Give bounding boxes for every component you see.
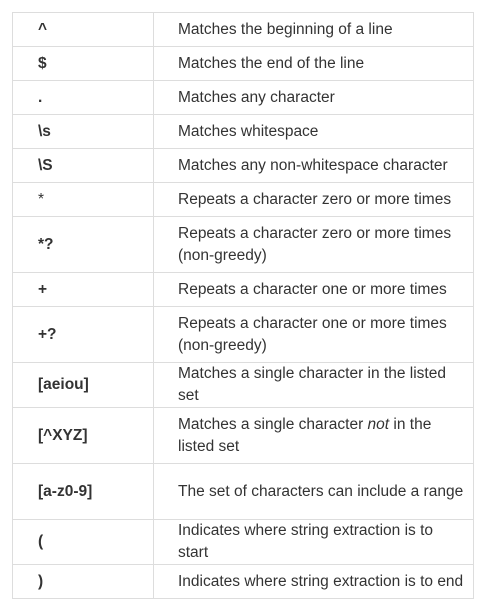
symbol-cell: $ bbox=[12, 46, 154, 81]
description-cell: Repeats a character one or more times (n… bbox=[153, 306, 474, 363]
table-row: \S Matches any non-whitespace character bbox=[12, 148, 474, 183]
description-cell: Matches the end of the line bbox=[153, 46, 474, 81]
table-row: [aeiou] Matches a single character in th… bbox=[12, 362, 474, 408]
symbol-cell: ^ bbox=[12, 12, 154, 47]
symbol-cell: + bbox=[12, 272, 154, 307]
table-row: [a-z0-9] The set of characters can inclu… bbox=[12, 463, 474, 520]
symbol-cell: \S bbox=[12, 148, 154, 183]
description-cell: Indicates where string extraction is to … bbox=[153, 564, 474, 599]
table-row: *? Repeats a character zero or more time… bbox=[12, 216, 474, 273]
table-row: +? Repeats a character one or more times… bbox=[12, 306, 474, 363]
table-row: ^ Matches the beginning of a line bbox=[12, 12, 474, 47]
symbol-cell: [aeiou] bbox=[12, 362, 154, 408]
regex-reference: ^ Matches the beginning of a line $ Matc… bbox=[12, 12, 474, 599]
symbol-cell: ) bbox=[12, 564, 154, 599]
description-cell: Repeats a character one or more times bbox=[153, 272, 474, 307]
table-row: ( Indicates where string extraction is t… bbox=[12, 519, 474, 565]
regex-table: ^ Matches the beginning of a line $ Matc… bbox=[12, 12, 474, 599]
description-text: Matches a single character bbox=[178, 415, 368, 433]
description-cell: Matches a single character not in the li… bbox=[153, 407, 474, 464]
description-cell: Matches whitespace bbox=[153, 114, 474, 149]
table-row: [^XYZ] Matches a single character not in… bbox=[12, 407, 474, 464]
description-cell: Matches a single character in the listed… bbox=[153, 362, 474, 408]
table-row: . Matches any character bbox=[12, 80, 474, 115]
emphasis-text: not bbox=[367, 415, 390, 433]
description-cell: The set of characters can include a rang… bbox=[153, 463, 474, 520]
symbol-cell: \s bbox=[12, 114, 154, 149]
description-text: in the listed set bbox=[178, 415, 432, 455]
symbol-cell: * bbox=[12, 182, 154, 217]
table-row: $ Matches the end of the line bbox=[12, 46, 474, 81]
description-cell: Repeats a character zero or more times bbox=[153, 182, 474, 217]
symbol-cell: [^XYZ] bbox=[12, 407, 154, 464]
table-row: + Repeats a character one or more times bbox=[12, 272, 474, 307]
description-cell: Matches any non-whitespace character bbox=[153, 148, 474, 183]
table-row: * Repeats a character zero or more times bbox=[12, 182, 474, 217]
description-cell: Matches the beginning of a line bbox=[153, 12, 474, 47]
symbol-cell: . bbox=[12, 80, 154, 115]
table-row: ) Indicates where string extraction is t… bbox=[12, 564, 474, 599]
symbol-cell: *? bbox=[12, 216, 154, 273]
symbol-cell: [a-z0-9] bbox=[12, 463, 154, 520]
description-cell: Indicates where string extraction is to … bbox=[153, 519, 474, 565]
symbol-cell: +? bbox=[12, 306, 154, 363]
symbol-cell: ( bbox=[12, 519, 154, 565]
description-cell: Matches any character bbox=[153, 80, 474, 115]
description-cell: Repeats a character zero or more times (… bbox=[153, 216, 474, 273]
table-row: \s Matches whitespace bbox=[12, 114, 474, 149]
